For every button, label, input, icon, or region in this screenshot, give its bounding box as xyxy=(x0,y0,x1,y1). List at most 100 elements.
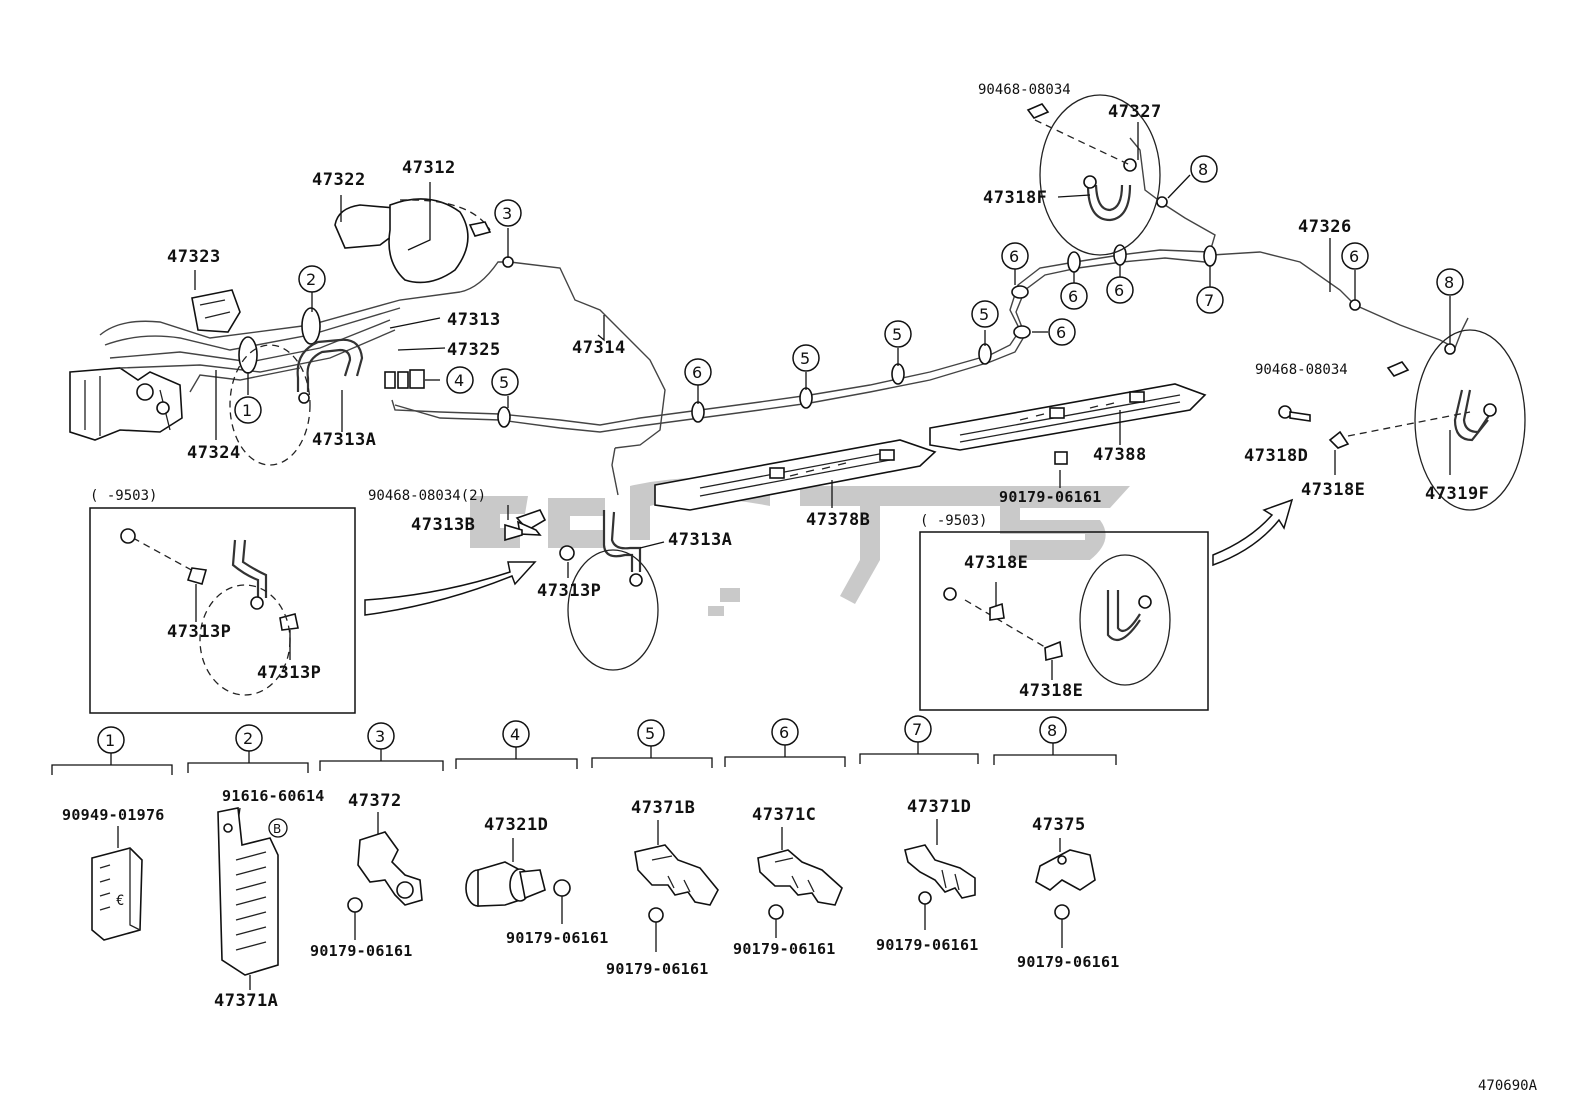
callout-7-top: 7 xyxy=(1196,286,1224,314)
pipe-clamp-markers xyxy=(238,196,1456,428)
label-47312: 47312 xyxy=(402,158,456,178)
inset-right-label-2: 47318E xyxy=(1019,681,1083,701)
callout-b: B xyxy=(268,818,288,838)
label-47318e-right: 47318E xyxy=(1301,480,1365,500)
svg-text:5: 5 xyxy=(800,349,810,368)
callout-5-b: 5 xyxy=(792,344,820,372)
svg-text:B: B xyxy=(273,822,281,836)
part-labels: 47322 47312 47323 47313 47325 47314 4732… xyxy=(90,82,1538,1094)
inset-right-arrow xyxy=(1212,498,1294,567)
rear-left-flex-hose xyxy=(504,509,659,671)
svg-text:7: 7 xyxy=(1204,291,1214,310)
callout-6-a: 6 xyxy=(684,358,712,386)
clamp-5-part-number: 47371B xyxy=(631,798,695,818)
clamp-part-8: 47375 90179-06161 xyxy=(1017,815,1119,971)
clamp-col-6-number: 6 xyxy=(779,723,789,742)
callout-3-top: 3 xyxy=(494,199,522,227)
clamp-part-4: 47321D 90179-06161 xyxy=(465,815,609,947)
front-flex-hose xyxy=(229,338,425,466)
clamp-part-3: 47372 90179-06161 xyxy=(310,791,423,960)
clamp-col-2: 2 xyxy=(187,724,309,773)
svg-text:3: 3 xyxy=(502,204,512,223)
svg-text:6: 6 xyxy=(1068,287,1078,306)
label-47323: 47323 xyxy=(167,247,221,267)
rear-top-flex-hose xyxy=(1026,94,1161,256)
label-90179-mid: 90179-06161 xyxy=(999,488,1102,506)
svg-text:8: 8 xyxy=(1444,273,1454,292)
svg-text:6: 6 xyxy=(1009,247,1019,266)
clamp-part-2: 91616-60614 B 47371A xyxy=(214,787,324,1011)
label-90468-right: 90468-08034 xyxy=(1255,362,1348,378)
clamp-col-5-number: 5 xyxy=(645,724,655,743)
leader-lines xyxy=(194,122,1451,578)
clamp-legend: 1 2 3 4 5 6 7 xyxy=(51,715,1119,1011)
label-47313: 47313 xyxy=(447,310,501,330)
clamp-8-part-number: 47375 xyxy=(1032,815,1086,835)
inset-right-range: ( -9503) xyxy=(920,513,987,529)
heat-shield-47378B xyxy=(654,439,937,511)
svg-text:5: 5 xyxy=(979,305,989,324)
label-47313a-rear: 47313A xyxy=(668,530,732,550)
svg-text:8: 8 xyxy=(1198,160,1208,179)
label-47326: 47326 xyxy=(1298,217,1352,237)
inset-left-label-1: 47313P xyxy=(167,622,231,642)
clamp-2-part-number: 47371A xyxy=(214,991,278,1011)
callout-5-c: 5 xyxy=(884,320,912,348)
clamp-5-bolt-number: 90179-06161 xyxy=(606,960,709,978)
label-47322: 47322 xyxy=(312,170,366,190)
callout-6-e: 6 xyxy=(1106,276,1134,304)
clamp-col-1-number: 1 xyxy=(105,731,115,750)
clamp-4-part-number: 47321D xyxy=(484,815,548,835)
svg-text:2: 2 xyxy=(306,270,316,289)
svg-text:6: 6 xyxy=(1114,281,1124,300)
label-47318d: 47318D xyxy=(1244,446,1308,466)
label-90468-top: 90468-08034 xyxy=(978,82,1071,98)
svg-text:4: 4 xyxy=(454,371,464,390)
callout-5-d: 5 xyxy=(971,300,999,328)
clamp-7-bolt-number: 90179-06161 xyxy=(876,936,979,954)
clamp-col-5: 5 xyxy=(591,719,713,768)
label-47313b: 47313B xyxy=(411,515,475,535)
svg-text:6: 6 xyxy=(1056,323,1066,342)
label-47388: 47388 xyxy=(1093,445,1147,465)
clamp-col-7-number: 7 xyxy=(912,720,922,739)
diagram-callouts: 3 2 1 4 5 6 5 5 5 6 6 6 6 7 8 6 8 xyxy=(234,155,1464,424)
label-47325: 47325 xyxy=(447,340,501,360)
label-90468-mid: 90468-08034(2) xyxy=(368,488,486,504)
label-47313p-rear: 47313P xyxy=(537,581,601,601)
callout-6-c: 6 xyxy=(1048,318,1076,346)
callout-1-top: 1 xyxy=(234,396,262,424)
clamp-part-7: 47371D 90179-06161 xyxy=(876,797,979,954)
clamp-7-part-number: 47371D xyxy=(907,797,971,817)
clamp-col-4: 4 xyxy=(455,720,578,769)
callout-4-top: 4 xyxy=(446,366,474,394)
clamp-col-8-number: 8 xyxy=(1047,721,1057,740)
clamp-col-3: 3 xyxy=(319,722,444,771)
diagram-id: 470690A xyxy=(1478,1078,1538,1094)
clamp-1-symbol: € xyxy=(116,893,124,909)
clamp-1-part-number: 90949-01976 xyxy=(62,806,165,824)
label-47327: 47327 xyxy=(1108,102,1162,122)
clamp-3-part-number: 47372 xyxy=(348,791,402,811)
clamp-col-8: 8 xyxy=(993,716,1117,765)
clamp-col-6: 6 xyxy=(724,718,846,767)
clamp-4-bolt-number: 90179-06161 xyxy=(506,929,609,947)
callout-8-b: 8 xyxy=(1436,268,1464,296)
clamp-3-bolt-number: 90179-06161 xyxy=(310,942,413,960)
rear-right-flex-hose xyxy=(1278,329,1526,511)
callout-5-a: 5 xyxy=(491,368,519,396)
clamp-col-7: 7 xyxy=(859,715,979,764)
callout-6-d: 6 xyxy=(1060,282,1088,310)
label-47378b: 47378B xyxy=(806,510,870,530)
master-cylinder-assembly xyxy=(69,198,492,441)
label-47314: 47314 xyxy=(572,338,626,358)
clamp-6-part-number: 47371C xyxy=(752,805,816,825)
inset-left-box xyxy=(89,507,356,714)
callout-8-a: 8 xyxy=(1190,155,1218,183)
label-47324: 47324 xyxy=(187,443,241,463)
clamp-col-4-number: 4 xyxy=(510,725,520,744)
inset-right-label-1: 47318E xyxy=(964,553,1028,573)
callout-6-b: 6 xyxy=(1001,242,1029,270)
label-47313a-front: 47313A xyxy=(312,430,376,450)
